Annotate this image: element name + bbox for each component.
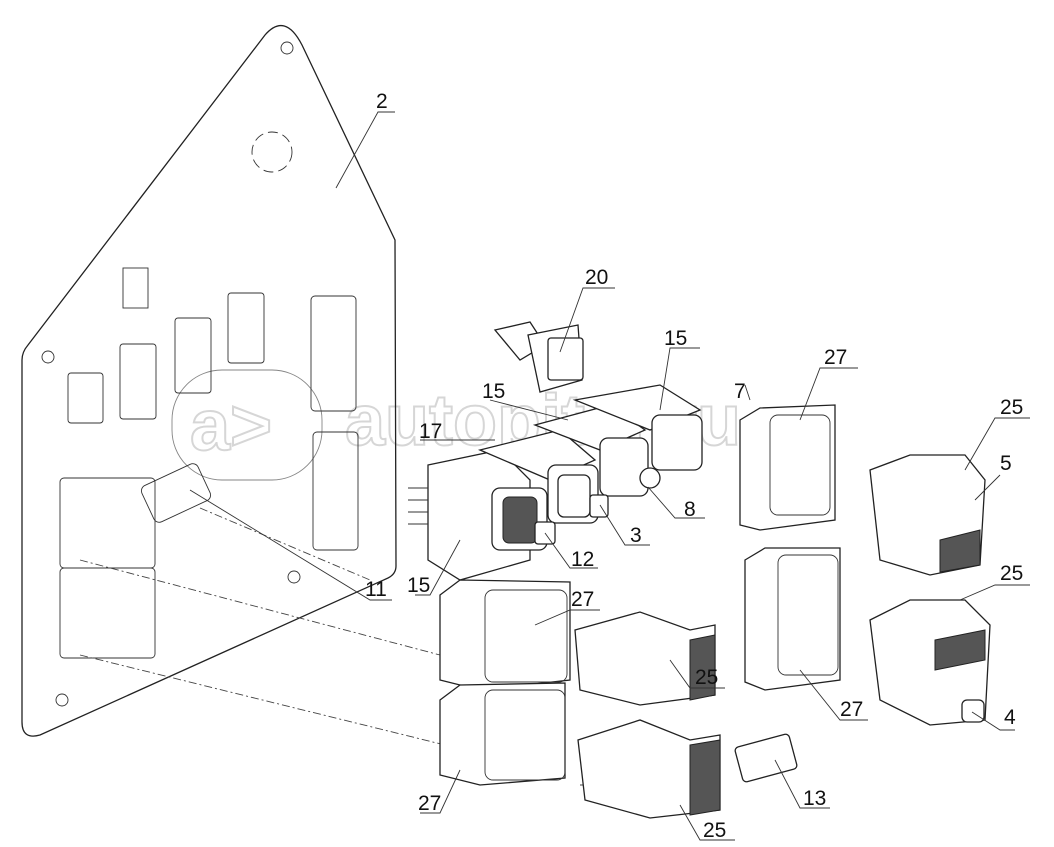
label-25a: 25 <box>1000 396 1023 419</box>
label-25b: 25 <box>695 666 718 689</box>
label-27b: 27 <box>571 588 594 611</box>
label-27d: 27 <box>418 792 441 815</box>
label-13: 13 <box>803 787 826 810</box>
switch-block-row <box>408 384 703 581</box>
label-plate-13 <box>734 733 798 783</box>
label-15b: 15 <box>482 380 505 403</box>
label-25c: 25 <box>1000 562 1023 585</box>
watermark-logo: a> <box>190 386 272 466</box>
label-15a: 15 <box>664 327 687 350</box>
label-27c: 27 <box>840 698 863 721</box>
label-3: 3 <box>630 524 642 547</box>
switch-20 <box>493 321 584 393</box>
label-8: 8 <box>684 498 696 521</box>
label-20: 20 <box>585 266 608 289</box>
rocker-switches-25 <box>574 454 991 819</box>
label-25d: 25 <box>703 819 726 842</box>
label-7: 7 <box>734 380 746 403</box>
label-11: 11 <box>365 578 387 601</box>
frame-27 <box>439 404 841 786</box>
label-17: 17 <box>419 420 442 443</box>
label-12: 12 <box>571 548 594 571</box>
part-labels: 2 20 15 15 17 7 27 25 5 8 3 12 15 11 27 … <box>365 90 1023 842</box>
label-4: 4 <box>1004 706 1016 729</box>
label-27a: 27 <box>824 346 847 369</box>
label-2: 2 <box>376 90 388 113</box>
label-5: 5 <box>1000 452 1012 475</box>
panel-plate <box>21 24 397 737</box>
label-15c: 15 <box>407 574 430 597</box>
